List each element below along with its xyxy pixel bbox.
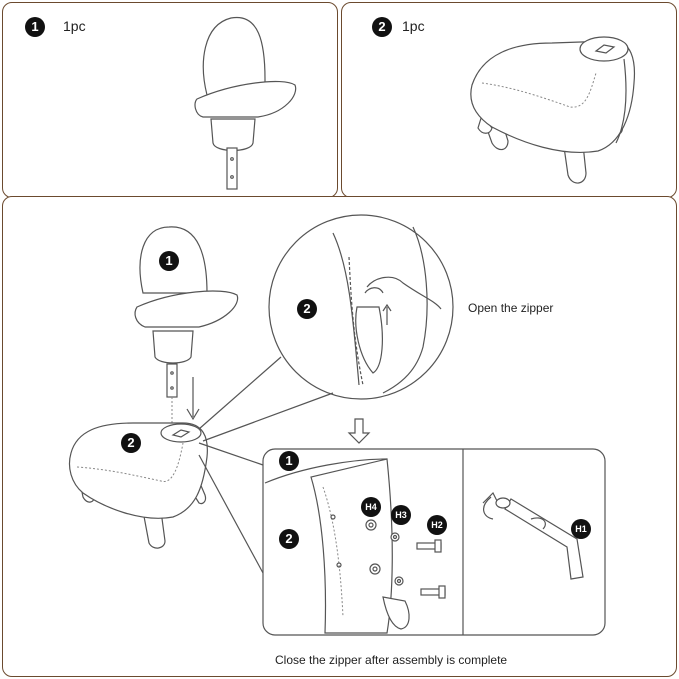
open-zipper-caption: Open the zipper: [468, 301, 554, 315]
backrest-badge: 1: [159, 251, 179, 271]
assembly-panel: 1 2 2 Open the zipper 1 2 H4 H3 H2 H1 Cl…: [2, 196, 677, 677]
seat-illustration: [470, 36, 636, 184]
part-1-quantity: 1pc: [63, 18, 86, 34]
part-1-panel: 1 1pc: [2, 2, 338, 198]
hardware-h1-label: H1: [571, 519, 591, 539]
close-zipper-caption: Close the zipper after assembly is compl…: [275, 653, 508, 667]
assembly-illustration: [68, 214, 606, 636]
part-2-panel: 2 1pc: [341, 2, 677, 198]
backrest-illustration: [194, 16, 297, 190]
zoom-seat-badge: 2: [297, 299, 317, 319]
hardware-h2-label: H2: [427, 515, 447, 535]
part-2-quantity: 1pc: [402, 18, 425, 34]
detail-seat-badge: 2: [279, 529, 299, 549]
hardware-h4-label: H4: [361, 497, 381, 517]
part-2-badge: 2: [372, 17, 392, 37]
detail-backrest-badge: 1: [279, 451, 299, 471]
hardware-h3-label: H3: [391, 505, 411, 525]
seat-badge: 2: [121, 433, 141, 453]
part-1-badge: 1: [25, 17, 45, 37]
